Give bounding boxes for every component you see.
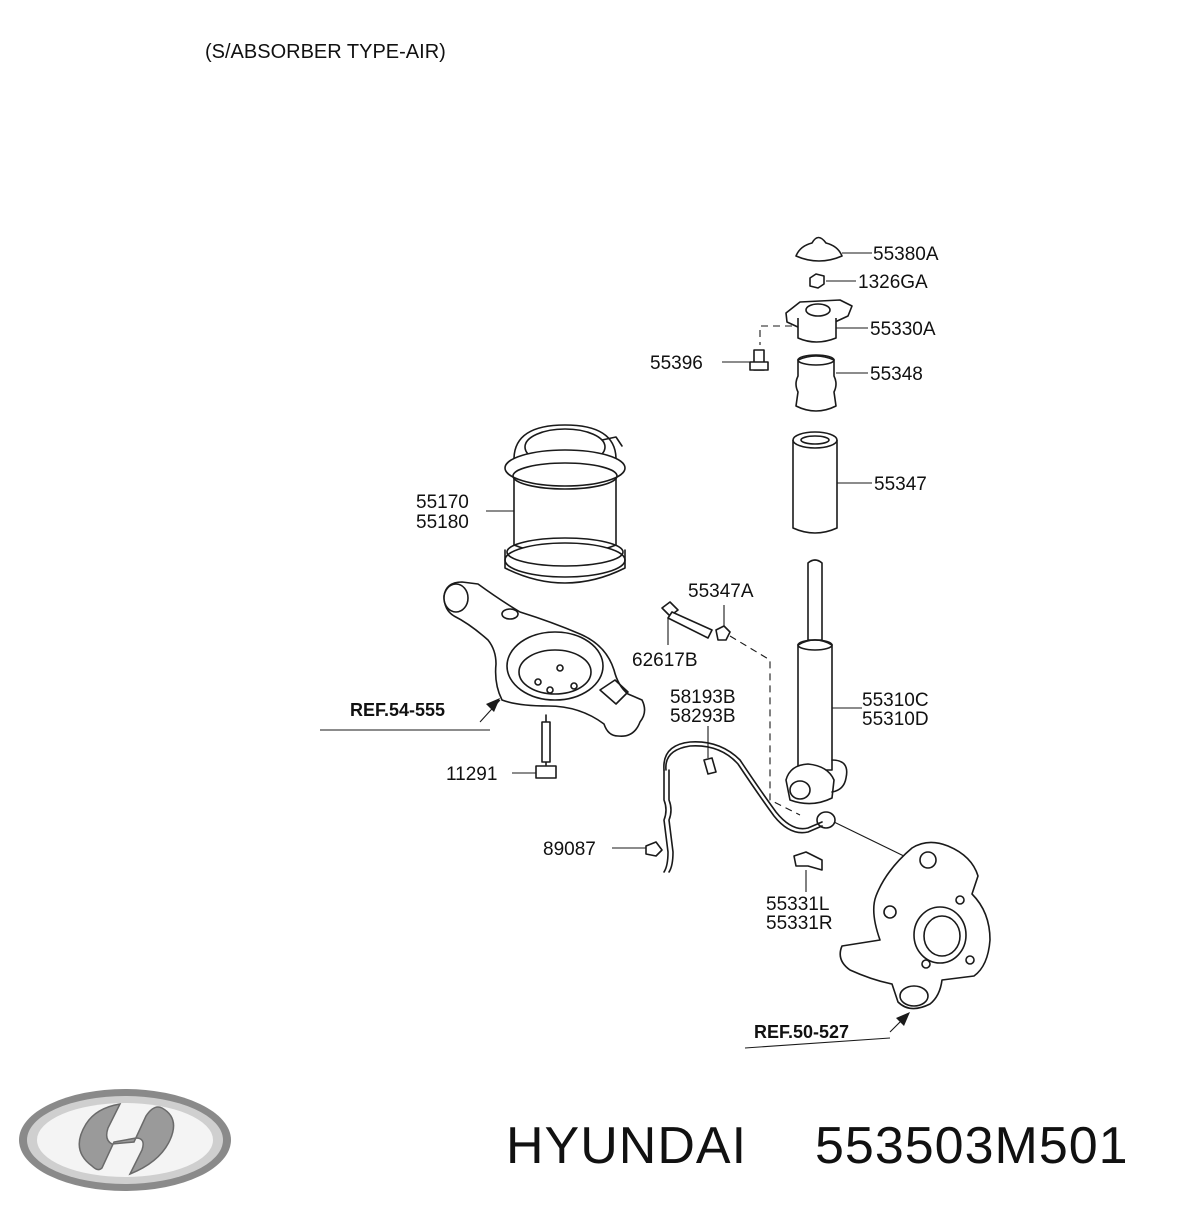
- label-55310D: 55310D: [862, 709, 929, 730]
- label-89087: 89087: [543, 839, 596, 860]
- bolt-62617B: [661, 601, 713, 645]
- bump-stop-55348: [795, 354, 868, 412]
- bracket-55331L: [793, 851, 823, 892]
- label-58193B: 58193B: [670, 687, 736, 708]
- nut-55347A: [715, 605, 801, 816]
- dust-cap-55380A: [795, 236, 872, 262]
- label-55331L: 55331L: [766, 894, 829, 915]
- dust-cover-55347: [792, 431, 872, 534]
- nut-1326GA: [809, 273, 856, 289]
- label-62617B: 62617B: [632, 650, 698, 671]
- diagram-title: (S/ABSORBER TYPE-AIR): [205, 41, 446, 63]
- label-55331R: 55331R: [766, 913, 833, 934]
- label-55347: 55347: [874, 474, 927, 495]
- hyundai-logo: [19, 1089, 231, 1191]
- brand-name: HYUNDAI: [506, 1117, 747, 1175]
- label-55180: 55180: [416, 512, 469, 533]
- label-55310C: 55310C: [862, 690, 929, 711]
- brake-hose-58193B: [663, 726, 823, 873]
- label-55396: 55396: [650, 353, 703, 374]
- label-58293B: 58293B: [670, 706, 736, 727]
- ref-knuckle-arrow-icon: [889, 1012, 910, 1033]
- ref-knuckle: REF.50-527: [754, 1022, 849, 1042]
- label-55347A: 55347A: [688, 581, 754, 602]
- label-55348: 55348: [870, 364, 923, 385]
- label-55330A: 55330A: [870, 319, 936, 340]
- part-number: 553503M501: [815, 1117, 1129, 1175]
- ref-arm: REF.54-555: [350, 700, 445, 720]
- lower-control-arm: [320, 581, 646, 738]
- label-11291: 11291: [446, 764, 497, 785]
- shock-absorber-55310C: [785, 559, 913, 861]
- bolt-55396: [722, 349, 769, 371]
- label-1326GA: 1326GA: [858, 272, 928, 293]
- air-spring-55170: [486, 424, 626, 584]
- knuckle: [744, 841, 991, 1049]
- bolt-11291: [512, 714, 557, 779]
- top-mount-55330A: [759, 299, 868, 345]
- label-55170: 55170: [416, 492, 469, 513]
- ref-arm-arrow-icon: [479, 698, 501, 723]
- clip-89087: [612, 841, 663, 857]
- label-55380A: 55380A: [873, 244, 939, 265]
